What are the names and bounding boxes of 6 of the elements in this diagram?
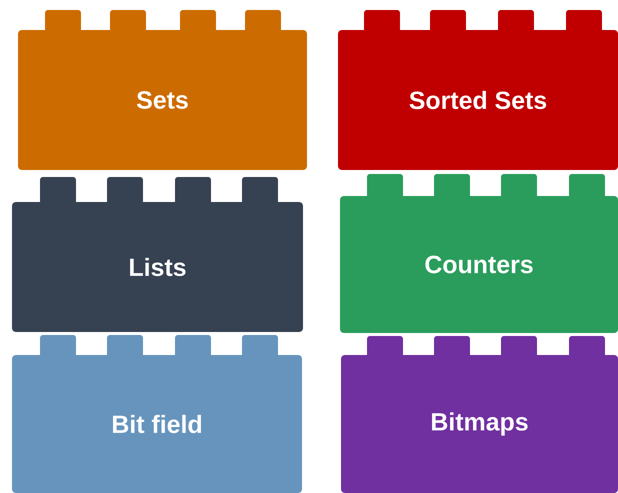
brick-drawing: Lists bbox=[12, 177, 303, 332]
brick-drawing: Sets bbox=[18, 10, 307, 170]
brick-drawing: Bitmaps bbox=[341, 336, 618, 493]
brick-drawing: Bit field bbox=[12, 335, 302, 493]
brick-drawing: Counters bbox=[340, 174, 618, 333]
brick-drawing: Sorted Sets bbox=[338, 10, 618, 170]
